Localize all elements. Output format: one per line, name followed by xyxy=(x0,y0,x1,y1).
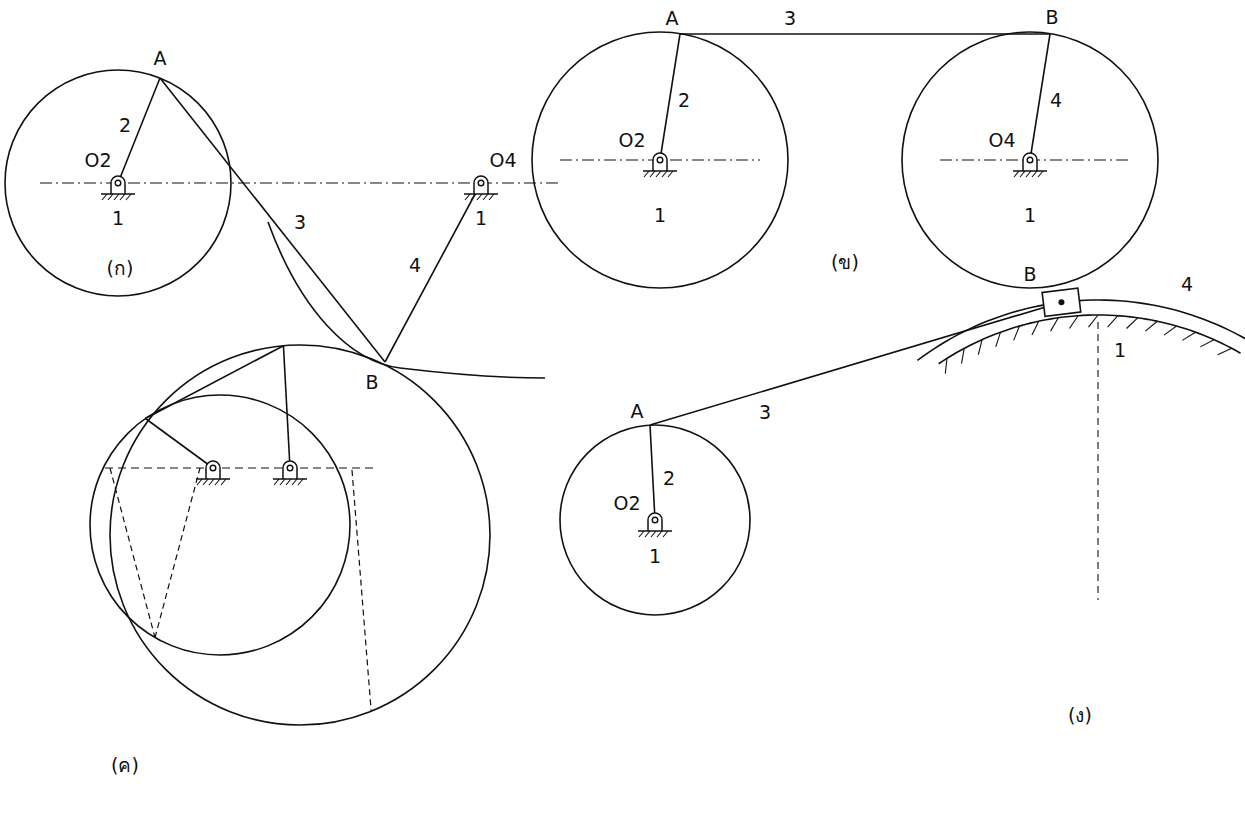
part-label: (ก) xyxy=(107,259,134,278)
ground-pivot xyxy=(1013,153,1047,177)
ground-hatch xyxy=(1069,316,1078,329)
pin-joint xyxy=(1058,299,1064,305)
curved-link xyxy=(268,222,545,378)
ground-hatch xyxy=(1127,318,1138,329)
slider-block xyxy=(1042,288,1081,316)
ground-hatch xyxy=(978,340,982,355)
part-label: 1 xyxy=(1114,341,1126,360)
link-line xyxy=(283,346,290,468)
crank-circle xyxy=(110,345,490,725)
part-label: A xyxy=(631,402,644,421)
ground-hatch xyxy=(996,332,1001,347)
crank-circle xyxy=(902,32,1158,288)
link-line xyxy=(385,183,481,362)
part-label: 1 xyxy=(1024,206,1036,225)
link-line xyxy=(1030,34,1050,160)
dashed-position xyxy=(110,468,155,638)
part-label: 2 xyxy=(119,116,131,135)
part-label: (ค) xyxy=(111,756,139,775)
link-line xyxy=(650,425,655,520)
ground-hatch xyxy=(945,358,947,373)
part-label: O2 xyxy=(84,151,111,170)
crank-circle xyxy=(532,32,788,288)
part-label: 2 xyxy=(678,91,690,110)
part-label: 3 xyxy=(759,403,771,422)
part-label: B xyxy=(1045,8,1058,27)
part-label: B xyxy=(365,373,378,392)
ground-hatch xyxy=(962,348,965,363)
ground-hatch xyxy=(1218,348,1232,354)
dashed-position xyxy=(352,470,371,711)
ground-pivot xyxy=(464,176,498,200)
ground-pivot xyxy=(101,176,135,200)
dashed-position xyxy=(155,468,200,638)
ground-pivot xyxy=(643,153,677,177)
ground-hatch xyxy=(1032,321,1039,335)
ground-hatch xyxy=(1014,326,1020,340)
crank-circle xyxy=(560,425,750,615)
part-label: O2 xyxy=(618,131,645,150)
part-label: 4 xyxy=(1181,275,1193,294)
ground-hatch xyxy=(1108,316,1118,327)
part-label: 4 xyxy=(1050,91,1062,110)
part-label: O4 xyxy=(988,131,1015,150)
center-line xyxy=(105,467,375,468)
link-line xyxy=(118,78,160,183)
ground-hatch xyxy=(1088,315,1098,327)
part-label: (ง) xyxy=(1068,706,1092,725)
ground-hatch xyxy=(1164,326,1177,335)
ground-hatch xyxy=(1182,332,1195,340)
center-line xyxy=(1097,322,1098,600)
part-label: A xyxy=(154,49,167,68)
ground-hatch xyxy=(1200,340,1214,347)
part-label: 1 xyxy=(649,547,661,566)
part-label: 1 xyxy=(475,209,487,228)
ground-hatch xyxy=(1051,318,1059,331)
part-label: 1 xyxy=(112,209,124,228)
link-line xyxy=(680,33,1050,35)
ground-pivot xyxy=(196,461,230,485)
link-line xyxy=(160,78,385,362)
part-label: 1 xyxy=(654,206,666,225)
part-label: O4 xyxy=(489,151,516,170)
part-label: 3 xyxy=(294,213,306,232)
ground-pivot xyxy=(638,513,672,537)
link-line xyxy=(145,419,213,468)
part-label: O2 xyxy=(613,494,640,513)
part-label: 2 xyxy=(663,469,675,488)
part-label: B xyxy=(1023,265,1036,284)
part-label: 4 xyxy=(409,256,421,275)
ground-arc xyxy=(939,315,1241,364)
ground-pivot xyxy=(273,461,307,485)
part-label: (ข) xyxy=(831,253,859,272)
part-label: 3 xyxy=(784,9,796,28)
link-line xyxy=(650,302,1061,425)
link-line xyxy=(660,34,680,160)
link-line xyxy=(145,346,283,419)
ground-hatch xyxy=(1145,321,1157,331)
part-label: A xyxy=(666,9,679,28)
